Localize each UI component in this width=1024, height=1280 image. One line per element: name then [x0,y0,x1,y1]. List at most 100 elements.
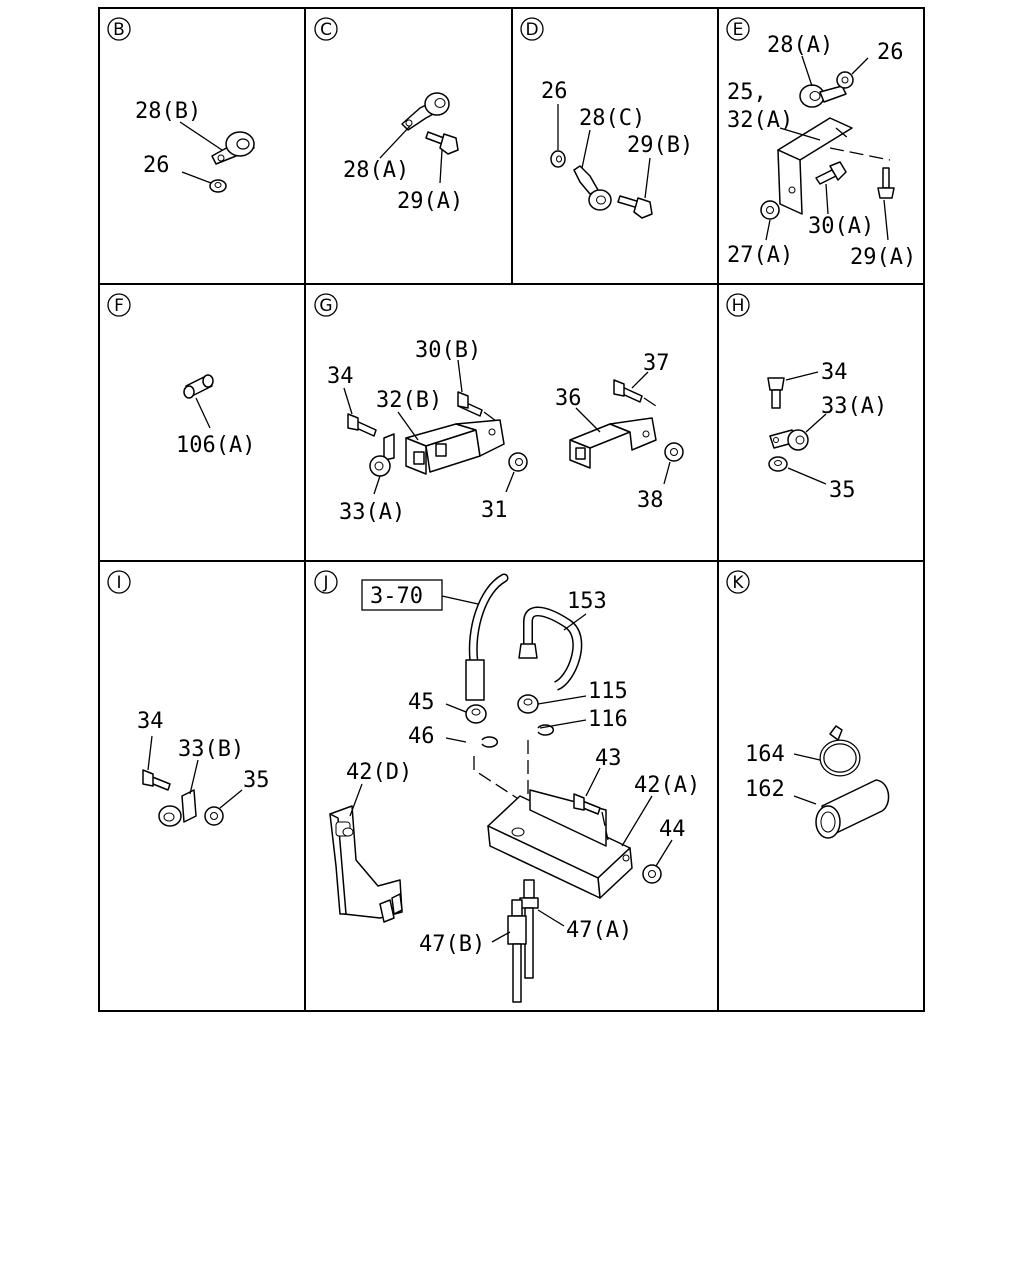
panel-id: E [733,20,744,40]
label-29a: 29(A) [397,189,463,214]
label-34: 34 [821,360,848,385]
panel-f: F 106(A) [107,293,255,458]
label-115: 115 [588,679,628,704]
pipe-47b [512,943,522,1003]
bolt-29a [882,167,890,189]
panel-marker [314,293,338,317]
panel-marker [726,17,750,41]
label-31: 31 [481,498,508,523]
ring-46 [481,736,498,748]
panel-marker [107,293,131,317]
label-33a: 33(A) [339,500,405,525]
panel-id: B [113,20,125,40]
bolt-30a-head [829,161,847,181]
label-28a: 28(A) [767,33,833,58]
label-42d: 42(D) [346,760,412,785]
panel-h: H 34 33(A) 35 [726,293,887,503]
bracket-32a-side [777,149,803,215]
panel-marker [520,17,544,41]
label-27a: 27(A) [727,243,793,268]
label-47a: 47(A) [566,918,632,943]
panel-marker [107,17,131,41]
label-162: 162 [745,777,785,802]
bolt-34-head [142,769,154,787]
label-28c: 28(C) [579,106,645,131]
plate-42a-front [487,825,601,899]
panel-marker [107,570,131,594]
label-30b: 30(B) [415,338,481,363]
panel-id: D [525,20,538,40]
panel-id: G [319,296,332,316]
clamp-164-tab [829,725,843,741]
label-35: 35 [243,768,270,793]
label-164: 164 [745,742,785,767]
bolt-30b-head [457,391,469,409]
panel-c: C 28(A) 29(A) [314,17,463,214]
bolt-29a-head [877,187,895,199]
label-3-70: 3-70 [370,584,423,609]
label-28a: 28(A) [343,158,409,183]
panel-marker [726,570,750,594]
panel-marker [314,570,338,594]
plate-42a-wire [529,789,607,847]
pipe-47b-fitting [511,899,523,917]
reference-box [361,579,443,611]
label-30a: 30(A) [808,214,874,239]
label-45: 45 [408,690,435,715]
panel-id: H [732,296,745,316]
label-33b: 33(B) [178,737,244,762]
panel-id: J [322,573,328,593]
panel-g: G 32(B) 30(B) 34 33(A) 31 [314,293,684,525]
bolt-34-head [347,413,359,431]
label-26: 26 [877,40,904,65]
clip-28c [573,165,599,195]
bolt-43-head [573,793,585,811]
panel-marker [314,17,338,41]
clip-33b [181,789,197,823]
label-44: 44 [659,817,686,842]
panel-b: B 28(B) 26 [107,17,255,193]
bracket-36-arm [609,417,657,451]
panel-j: J 3-70 153 45 115 46 116 [314,570,700,1003]
fitting-106a-base [183,385,195,399]
clip-33a [383,433,395,461]
label-46: 46 [408,724,435,749]
pipe-153-nut [518,643,538,659]
pipe-sleeve [465,659,485,701]
panel-id: C [320,20,332,40]
panel-i: I 34 33(B) 35 [107,570,270,827]
label-34: 34 [327,364,354,389]
pipe-47a-fitting [523,879,535,899]
label-36: 36 [555,386,582,411]
panel-d: D 26 28(C) 29(B) [520,17,693,219]
label-43: 43 [595,746,622,771]
bracket-36-pad [575,447,586,460]
label-116: 116 [588,707,628,732]
label-153: 153 [567,589,607,614]
label-26: 26 [541,79,568,104]
bolt-37-head [613,379,625,397]
label-26: 26 [143,153,170,178]
label-29a: 29(A) [850,245,916,270]
label-34: 34 [137,709,164,734]
label-33a: 33(A) [821,394,887,419]
clip-28a-tab [819,85,847,103]
fitting-106a-end [202,374,214,388]
panel-k: K 164 162 [726,570,890,839]
label-35: 35 [829,478,856,503]
label-32b: 32(B) [376,388,442,413]
label-47b: 47(B) [419,932,485,957]
label-42a: 42(A) [634,773,700,798]
bolt-34-head [767,377,785,391]
label-28b: 28(B) [135,99,201,124]
panel-id: K [732,573,744,593]
label-38: 38 [637,488,664,513]
diagram-grid [98,7,925,1012]
bracket-32b-pad [413,451,425,465]
label-37: 37 [643,351,670,376]
label-25: 25, [727,80,767,105]
ring-116 [537,724,554,736]
label-29b: 29(B) [627,133,693,158]
panel-e: E 28(A) 26 25, 32(A) 30(A) 27(A) [726,17,916,270]
